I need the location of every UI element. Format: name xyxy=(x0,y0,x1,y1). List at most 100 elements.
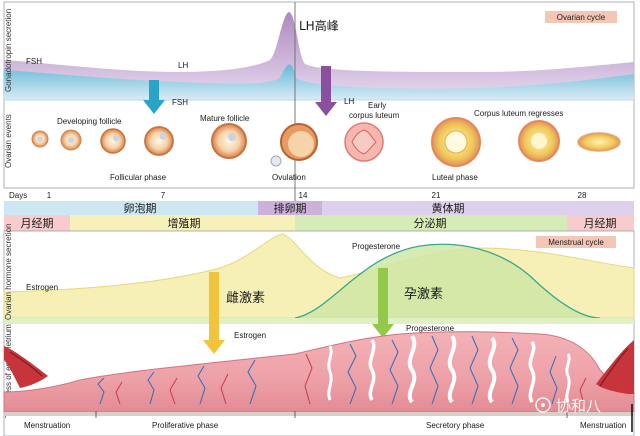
follicular-band-label: 卵泡期 xyxy=(124,201,157,215)
ovarian-events-axis-label: Ovarian events xyxy=(4,114,13,168)
early-corpus-luteum-core xyxy=(351,129,377,155)
released-oocyte xyxy=(270,155,282,167)
day-tick-21: 21 xyxy=(432,191,441,200)
ovulatory-band-label: 排卵期 xyxy=(274,201,307,215)
lh-arrow xyxy=(315,66,337,116)
ovarian-phase-band xyxy=(4,201,634,215)
progesterone-curve-area xyxy=(295,244,600,318)
oocyte xyxy=(37,136,43,142)
menstruation-right-label: Menstruation xyxy=(580,421,626,430)
follicular-phase-label: Follicular phase xyxy=(110,173,167,182)
progesterone-curve-line xyxy=(294,243,601,319)
spiral-artery xyxy=(97,377,105,405)
gland xyxy=(407,334,417,404)
menstrual-band-right xyxy=(567,215,634,231)
luteal-band-label: 黄体期 xyxy=(432,201,465,215)
myometrium-strip xyxy=(4,412,634,416)
spiral-artery xyxy=(429,335,439,405)
day-tick-7: 7 xyxy=(161,191,166,200)
watermark: 协和八 xyxy=(535,397,601,415)
ovulating-follicle-cavity xyxy=(288,131,314,157)
lh-curve-area xyxy=(4,12,634,100)
estrogen-left-label: Estrogen xyxy=(26,283,58,292)
ovulation-label: Ovulation xyxy=(272,173,306,182)
watermark-text: 协和八 xyxy=(556,397,601,415)
spiral-artery xyxy=(247,359,257,405)
day-tick-14: 14 xyxy=(299,191,308,200)
corpus-albicans xyxy=(577,132,621,152)
gland xyxy=(487,336,497,404)
secretory-band xyxy=(295,215,567,231)
endometrial-phase-band xyxy=(4,215,634,231)
luteal-band xyxy=(322,201,634,215)
spiral-artery xyxy=(469,335,479,405)
menstrual-left-label: 月经期 xyxy=(21,217,54,230)
menstrual-cycle-badge-text: Menstrual cycle xyxy=(548,238,604,247)
menstrual-band-left xyxy=(4,215,70,231)
oocyte xyxy=(228,133,236,141)
luteal-phase-label: Luteal phase xyxy=(432,173,478,182)
gland xyxy=(327,345,333,401)
spiral-artery xyxy=(197,365,206,405)
progesterone-curve-label: Progesterone xyxy=(352,242,401,251)
gonadotropin-axis-label: Gonadotropin secretion xyxy=(4,9,13,92)
menstrual-right-label: 月经期 xyxy=(584,217,617,230)
proliferative-band-label: 增殖期 xyxy=(168,216,201,230)
vein xyxy=(220,373,229,405)
gland xyxy=(528,340,536,403)
early-corpus-luteum-label-2: corpus luteum xyxy=(349,111,400,120)
gland xyxy=(565,353,571,403)
progesterone-arrow xyxy=(372,268,394,338)
proliferative-band xyxy=(70,215,295,231)
watermark-icon-dot xyxy=(541,403,545,407)
lh-left-label: LH xyxy=(178,61,188,70)
lh-peak-label: LH高峰 xyxy=(299,18,339,33)
vein xyxy=(115,381,123,405)
estrogen-arrow-label: Estrogen xyxy=(234,331,266,340)
watermark-icon xyxy=(535,397,551,413)
ovarian-cycle-badge-text: Ovarian cycle xyxy=(557,13,606,22)
fsh-arrow-label: FSH xyxy=(172,98,188,107)
oocyte xyxy=(159,132,167,140)
progesterone-cn-label: 孕激素 xyxy=(404,287,443,302)
hormone-base-strip xyxy=(4,318,634,324)
endometrium-scale xyxy=(95,411,568,418)
vein xyxy=(579,377,587,405)
early-corpus-luteum-label-1: Early xyxy=(368,101,386,110)
endometrium xyxy=(3,331,635,413)
ovulatory-band xyxy=(258,201,322,215)
ovarian-cycle-badge xyxy=(545,11,617,23)
vein xyxy=(304,353,313,405)
follicle-sequence xyxy=(31,117,621,167)
menstrual-flow-right xyxy=(596,340,634,394)
ovarian-hormone-axis-label: Ovarian hormone secretion xyxy=(4,224,13,321)
spiral-artery xyxy=(389,339,399,405)
day-tick-1: 1 xyxy=(47,191,52,200)
estrogen-cn-label: 雌激素 xyxy=(226,290,265,306)
secretory-phase-label: Secretory phase xyxy=(426,421,485,430)
corpus-luteum-core xyxy=(444,130,468,154)
gland xyxy=(447,334,457,404)
proliferative-phase-label: Proliferative phase xyxy=(152,421,219,430)
menstrual-flow-left-edge xyxy=(9,351,43,377)
vein xyxy=(169,377,178,405)
fsh-arrow xyxy=(143,80,165,114)
mature-follicle xyxy=(211,123,247,159)
follicular-band xyxy=(4,201,258,215)
menstrual-flow-right-edge xyxy=(599,347,629,387)
progesterone-arrow-label: Progesterone xyxy=(406,324,455,333)
endometrium-axis-label: Thickness of endometrium xyxy=(4,324,13,418)
spiral-artery xyxy=(549,355,558,405)
gland xyxy=(368,339,376,401)
oocyte xyxy=(113,135,119,141)
developing-follicle xyxy=(144,126,174,156)
mature-follicle-label: Mature follicle xyxy=(200,114,250,123)
menstruation-left-label: Menstruation xyxy=(24,421,70,430)
spiral-artery xyxy=(347,343,357,405)
menstrual-cycle-badge xyxy=(536,236,616,248)
days-label: Days xyxy=(9,191,27,200)
spiral-artery xyxy=(509,337,519,405)
menstrual-flow-left xyxy=(4,346,48,388)
